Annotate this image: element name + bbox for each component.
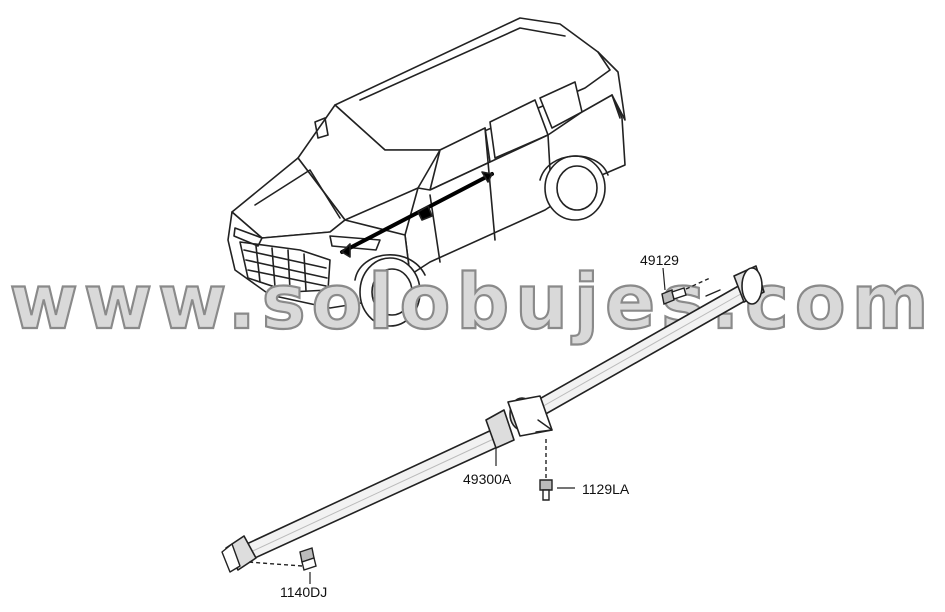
- suv-line-drawing-icon: [227, 17, 626, 327]
- part-label-1129LA: 1129LA: [582, 481, 630, 497]
- part-label-49300A: 49300A: [463, 471, 512, 487]
- bolt-1129LA-icon: [539, 436, 553, 501]
- bolt-1140DJ-icon: [247, 547, 317, 571]
- leader-lines: [309, 267, 666, 584]
- part-label-49129: 49129: [640, 252, 679, 268]
- part-label-1140DJ: 1140DJ: [280, 584, 327, 600]
- propeller-shaft-assembly: [221, 265, 765, 573]
- watermark-text: www.solobujes.com: [10, 257, 935, 346]
- bolt-49129-icon: [661, 277, 711, 305]
